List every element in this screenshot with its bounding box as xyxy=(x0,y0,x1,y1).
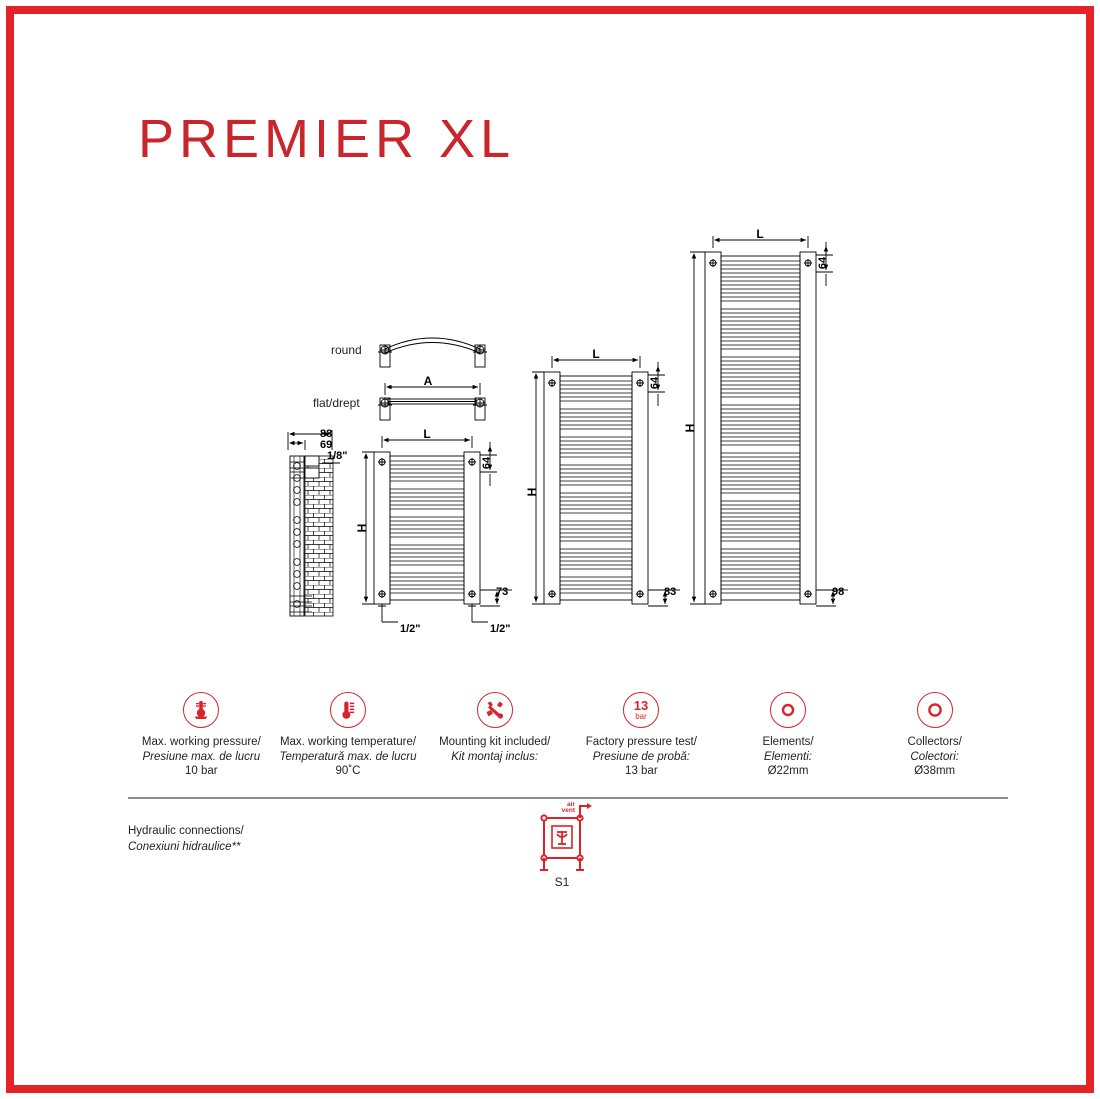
spec-label-en: Factory pressure test/ xyxy=(585,736,697,748)
spec-value: 10 bar xyxy=(185,765,218,777)
hydraulic-diagram-s1: air vent S1 xyxy=(540,801,592,889)
radiator-large-dim-depth: 98 xyxy=(832,586,844,598)
pressure-gauge-icon xyxy=(183,692,220,728)
spec-label-en: Collectors/ xyxy=(907,736,962,748)
hydraulic-label-ro: Conexiuni hidraulice** xyxy=(128,840,241,853)
profile-dim-69: 69 xyxy=(320,439,332,451)
rail-round-label: round xyxy=(331,343,362,357)
profile-dim-88: 88 xyxy=(320,428,332,440)
spec-value: Ø38mm xyxy=(914,765,956,777)
radiator-large-drawing xyxy=(690,236,848,607)
rail-round-drawing xyxy=(378,337,487,368)
spec-max-working-pressure: Max. working pressure/ Presiune max. de … xyxy=(128,692,275,788)
circle-collector-icon xyxy=(916,692,953,728)
radiator-medium-drawing xyxy=(532,356,680,607)
radiator-small-dim-64: 64 xyxy=(481,456,493,469)
spec-label-ro: Elementi: xyxy=(764,750,812,763)
hydraulic-diagram-caption: S1 xyxy=(555,875,570,889)
wrench-icon xyxy=(476,692,513,728)
radiator-small-dim-depth: 73 xyxy=(496,586,508,598)
spec-label-ro: Colectori: xyxy=(910,750,959,763)
specifications-row: Max. working pressure/ Presiune max. de … xyxy=(128,692,1008,788)
circle-element-icon xyxy=(770,692,807,728)
radiator-medium-dim-H: H xyxy=(525,488,539,497)
13-bar-badge-icon: 13 bar xyxy=(623,692,660,728)
badge-number: 13 xyxy=(634,698,648,713)
radiator-large-dim-64: 64 xyxy=(817,256,829,269)
radiator-small-dim-L: L xyxy=(423,427,430,441)
spec-label-en: Max. working pressure/ xyxy=(141,736,261,748)
profile-section-detail xyxy=(287,430,340,617)
spec-value: Ø22mm xyxy=(767,765,809,777)
page-title: PREMIER XL xyxy=(138,109,516,169)
spec-value: 90˚C xyxy=(335,765,361,777)
radiator-small-dim-H: H xyxy=(355,524,369,533)
section-divider xyxy=(128,797,1008,799)
spec-mounting-kit: Mounting kit included/ Kit montaj inclus… xyxy=(421,692,568,788)
rail-flat-label: flat/drept xyxy=(313,396,360,410)
hydraulic-connections-label: Hydraulic connections/ Conexiuni hidraul… xyxy=(128,824,244,855)
radiator-large-dim-H: H xyxy=(683,424,697,433)
radiator-medium-dim-L: L xyxy=(592,347,599,361)
radiator-small-conn-left: 1/2" xyxy=(400,623,421,635)
rail-dimension-A: A xyxy=(424,374,433,388)
profile-dim-thread: 1/8" xyxy=(327,450,348,462)
radiator-medium-dim-64: 64 xyxy=(649,376,661,389)
spec-elements: Elements/ Elementi: Ø22mm xyxy=(715,692,862,788)
radiator-medium-dim-depth: 83 xyxy=(664,586,676,598)
spec-label-ro: Presiune max. de lucru xyxy=(142,750,261,763)
spec-max-working-temperature: Max. working temperature/ Temperatură ma… xyxy=(275,692,422,788)
rail-flat-drawing xyxy=(378,383,487,421)
radiator-small-drawing xyxy=(362,436,512,623)
radiator-small-conn-right: 1/2" xyxy=(490,623,511,635)
thermometer-icon xyxy=(330,692,366,728)
air-vent-label-line1: air xyxy=(567,801,575,808)
spec-value: 13 bar xyxy=(625,765,658,777)
badge-unit: bar xyxy=(636,712,648,721)
spec-label-en: Elements/ xyxy=(762,736,814,748)
radiator-large-dim-L: L xyxy=(756,227,763,241)
spec-factory-pressure-test: 13 bar Factory pressure test/ Presiune d… xyxy=(568,692,715,788)
spec-label-en: Max. working temperature/ xyxy=(279,736,417,748)
air-vent-label-line2: vent xyxy=(562,807,576,814)
spec-label-en: Mounting kit included/ xyxy=(439,736,551,748)
spec-label-ro: Kit montaj inclus: xyxy=(451,750,539,763)
hydraulic-label-en: Hydraulic connections/ xyxy=(128,825,244,837)
spec-collectors: Collectors/ Colectori: Ø38mm xyxy=(861,692,1008,788)
spec-label-ro: Temperatură max. de lucru xyxy=(279,750,417,763)
spec-label-ro: Presiune de probă: xyxy=(592,750,690,763)
